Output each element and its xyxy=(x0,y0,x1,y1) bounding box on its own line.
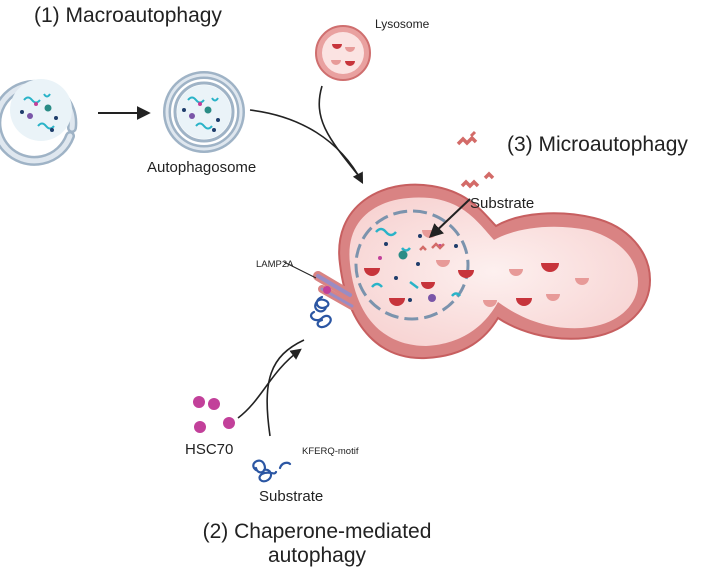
arrow-autophagosome-to-fusion xyxy=(249,109,364,184)
lamp2a-pointer xyxy=(283,261,317,279)
microautophagy-vesicle xyxy=(354,209,470,321)
substrate-chain-cma xyxy=(252,459,292,483)
title-cma-line1: (2) Chaperone-mediated xyxy=(202,520,432,543)
phagophore xyxy=(0,79,78,166)
hsc70-dots xyxy=(193,396,235,433)
label-kferq-motif: KFERQ-motif xyxy=(302,446,359,457)
title-macroautophagy: (1) Macroautophagy xyxy=(34,4,222,27)
title-cma-line2: autophagy xyxy=(267,544,367,567)
label-substrate-micro: Substrate xyxy=(470,195,535,212)
fused-lysosome xyxy=(338,183,652,360)
label-hsc70: HSC70 xyxy=(185,441,234,458)
autophagosome xyxy=(163,71,245,153)
substrate-fragments-micro xyxy=(456,130,495,189)
substrate-chain-lysosome xyxy=(309,295,332,329)
title-microautophagy: (3) Microautophagy xyxy=(507,133,688,156)
lysosome-small xyxy=(315,25,371,81)
lamp2a-channel xyxy=(313,271,356,310)
phagophore-cargo xyxy=(20,93,58,132)
arrow-substrate-to-vesicle xyxy=(428,198,471,238)
label-lysosome: Lysosome xyxy=(375,17,430,31)
arrow-lysosome-to-fusion xyxy=(318,85,363,181)
label-substrate-cma: Substrate xyxy=(259,488,324,505)
label-lamp2a: LAMP2A xyxy=(256,259,294,270)
arrow-substrate-to-lamp2a xyxy=(266,339,305,437)
label-autophagosome: Autophagosome xyxy=(147,159,257,176)
arrow-hsc70-to-lamp2a xyxy=(237,348,302,419)
